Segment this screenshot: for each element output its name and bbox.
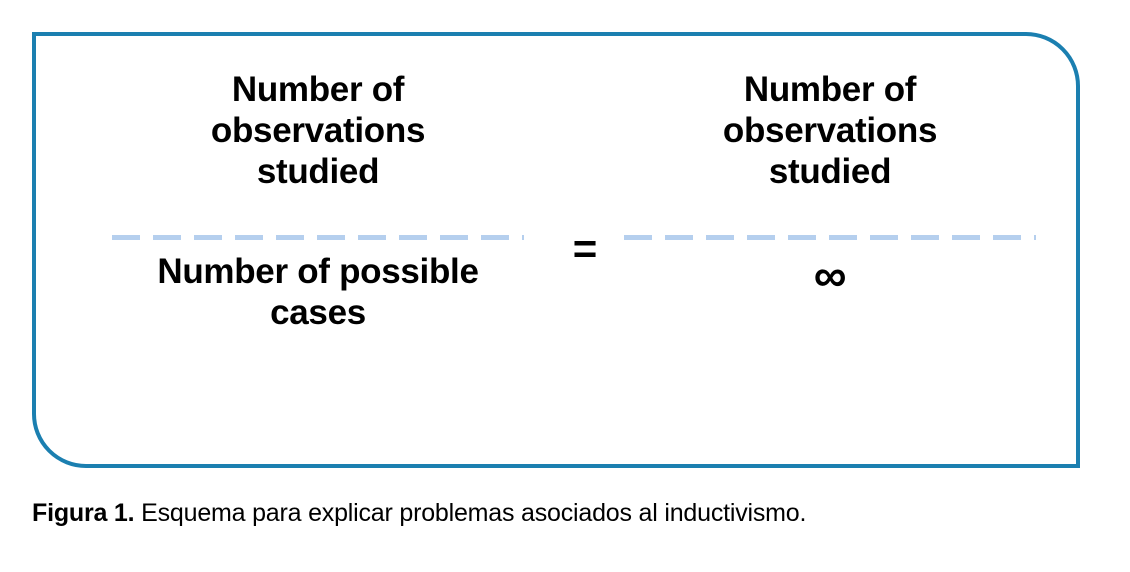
- right-fraction-numerator: Number of observations studied: [722, 70, 938, 191]
- figure-caption-text: Esquema para explicar problemas asociado…: [134, 499, 807, 527]
- right-fraction: Number of observations studied ∞: [600, 70, 1060, 360]
- figure-caption: Figura 1. Esquema para explicar problema…: [32, 498, 1092, 528]
- left-fraction: Number of observations studied Number of…: [68, 70, 568, 360]
- left-fraction-denominator: Number of possible cases: [157, 252, 479, 332]
- right-fraction-denominator-infinity-symbol: ∞: [813, 249, 847, 301]
- equals-operator: =: [572, 225, 598, 272]
- equation-container: Number of observations studied Number of…: [32, 32, 1080, 468]
- left-fraction-numerator: Number of observations studied: [210, 70, 426, 191]
- figure-caption-label: Figura 1.: [32, 499, 135, 527]
- right-fraction-bar: [624, 235, 1036, 240]
- left-fraction-bar: [112, 235, 524, 240]
- figure-border-box: [32, 32, 1080, 468]
